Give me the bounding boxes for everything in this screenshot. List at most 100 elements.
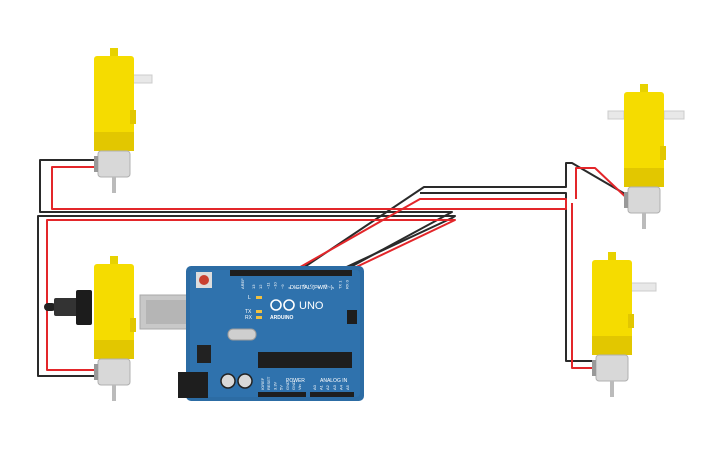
motor-axle [627,282,657,292]
wires [37,159,633,377]
digital-header[interactable] [230,270,352,276]
motor-mount-tab [130,110,136,124]
voltage-regulator [197,345,211,363]
arduino-uno-board[interactable]: L TX RX AREF DIGITAL (PWM~) UNO ARDUINO … [139,266,364,401]
wire-red-top-left-motor[interactable] [51,166,567,271]
digital-pin-label-0: 13 [251,284,256,289]
motor-axle-right [663,110,685,120]
motor-end-shaft [112,385,116,401]
digital-pin-label-12: TX 1 [337,280,342,289]
motor-mount-tab [130,318,136,332]
motor-shaft [608,252,616,260]
dc-power-plug[interactable] [44,290,92,325]
motor-gearbox-shadow [94,340,134,359]
motor-gearbox-shadow [592,336,632,355]
motor-end-shaft [112,177,116,193]
led-l [256,296,262,299]
digital-pin-label-13: RX 0 [345,279,350,289]
motor-terminal [94,156,98,172]
digital-pin-label-9: 4 [316,286,321,289]
motor-shaft [110,48,118,56]
analog-pin-label-4: A4 [338,384,343,390]
wire-black-top-left-motor[interactable] [39,159,453,271]
motor-body [97,358,131,386]
motor-terminal [624,192,628,208]
analog-pin-label-5: A5 [345,384,350,390]
motor-mount-tab [628,314,634,328]
led-rx [256,316,262,319]
led-label-tx: TX [245,309,252,315]
motor-bottom-right[interactable] [592,252,657,397]
power-pin-label-6: Vin [297,384,302,390]
digital-pin-label-8: ~5 [309,284,314,289]
digital-pin-label-4: ~9 [280,284,285,289]
power-pin-label-2: 3.3V [272,381,277,390]
motor-top-left[interactable] [94,48,153,193]
digital-pin-label-3: ~10 [273,281,278,289]
digital-pin-label-5: 8 [287,286,292,289]
analog-header[interactable] [310,392,354,397]
digital-pin-label-2: ~11 [265,282,270,289]
brand-label: ARDUINO [270,315,293,321]
arduino-logo-icon [270,299,295,311]
analog-pin-label-0: A0 [312,384,317,390]
capacitor-2 [237,373,253,389]
crystal-oscillator [227,328,257,341]
motor-gearbox-shadow [94,132,134,151]
analog-pin-label-1: A1 [319,384,324,390]
digital-pin-label-7: ~6 [301,284,306,289]
wire-black-bottom-right-motor[interactable] [420,192,598,362]
led-label-rx: RX [245,315,253,321]
power-header[interactable] [258,392,306,397]
led-label-l: L [248,295,251,301]
dc-barrel-jack[interactable] [178,372,208,398]
motor-body [627,186,661,214]
capacitor-1 [220,373,236,389]
icsp-header [347,310,357,324]
digital-label: DIGITAL (PWM~) [290,285,333,291]
plug-body [54,298,78,316]
motor-axle [607,110,625,120]
motor-body [97,150,131,178]
motor-shaft [110,256,118,264]
power-pin-label-1: RESET [266,376,271,390]
motor-end-shaft [642,213,646,229]
digital-pin-label-6: 7 [294,286,299,289]
motor-gearbox [624,92,664,187]
usb-port-inner [146,300,190,324]
power-label: POWER [286,378,305,384]
motor-top-right[interactable] [607,84,685,229]
motor-bottom-left[interactable] [94,256,136,401]
wire-red-top-right-motor[interactable] [575,167,633,204]
led-tx [256,310,262,313]
wire-red-bottom-left-motor[interactable] [46,219,456,371]
motor-body [595,354,629,382]
motor-terminal [592,360,596,376]
wire-black-bottom-left-motor[interactable] [37,215,456,377]
power-pin-label-3: 5V [279,385,284,390]
digital-pin-label-1: 12 [258,284,263,289]
motor-gearbox [94,56,134,151]
analog-pin-label-2: A2 [325,384,330,390]
motor-end-shaft [610,381,614,397]
motor-shaft [640,84,648,92]
motor-mount-tab [660,146,666,160]
power-pin-label-4: GND [285,381,290,390]
motor-terminal [94,364,98,380]
power-pin-label-0: IOREF [260,377,265,390]
analog-in-label: ANALOG IN [320,378,348,384]
wire-red-bottom-right-motor[interactable] [571,203,598,369]
power-pin-label-5: GND [291,381,296,390]
analog-pin-label-3: A3 [332,384,337,390]
reset-button[interactable] [199,275,209,285]
motor-gearbox [592,260,632,355]
motor-gearbox [94,264,134,359]
plug-sleeve [76,290,92,325]
board-model-label: UNO [299,300,324,312]
digital-pin-label-11: 2 [330,286,335,289]
